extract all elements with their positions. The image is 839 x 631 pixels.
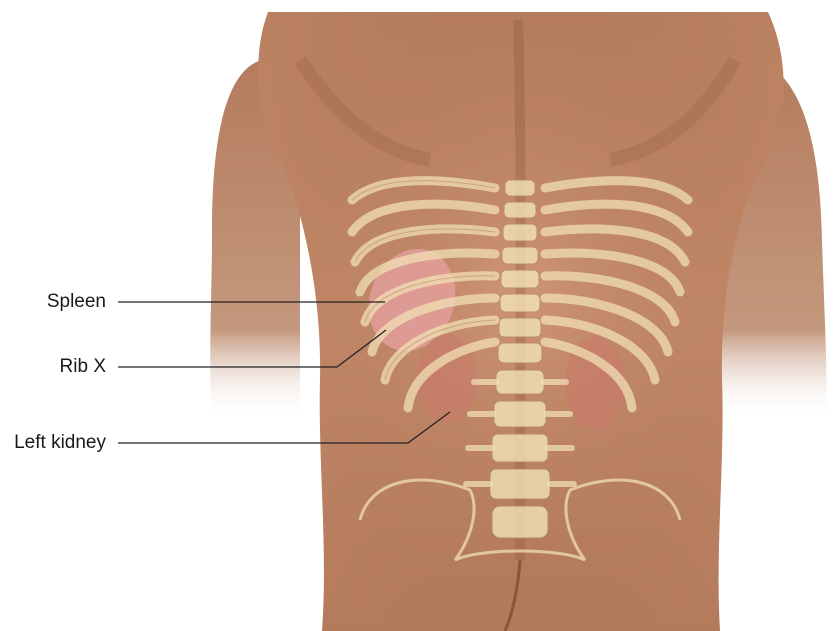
pelvis [358, 478, 682, 562]
spleen-label: Spleen [46, 291, 106, 312]
left-rib-outlines [351, 180, 496, 381]
right-scapula-shadow [608, 56, 742, 167]
right-ribs [540, 176, 693, 413]
gluteal-cleft [503, 559, 522, 631]
left-kidney-label: Left kidney [14, 432, 106, 453]
kidney-leader-line [118, 411, 451, 444]
left-scapula-shadow [294, 56, 432, 167]
rib-x-label: Rib X [59, 356, 106, 377]
leader-lines [118, 301, 451, 444]
vertebral-column [489, 179, 551, 539]
right-kidney-organ [565, 337, 625, 429]
transverse-processes [463, 379, 577, 487]
rib-leader-line [118, 329, 387, 368]
left-kidney-organ [417, 334, 477, 422]
